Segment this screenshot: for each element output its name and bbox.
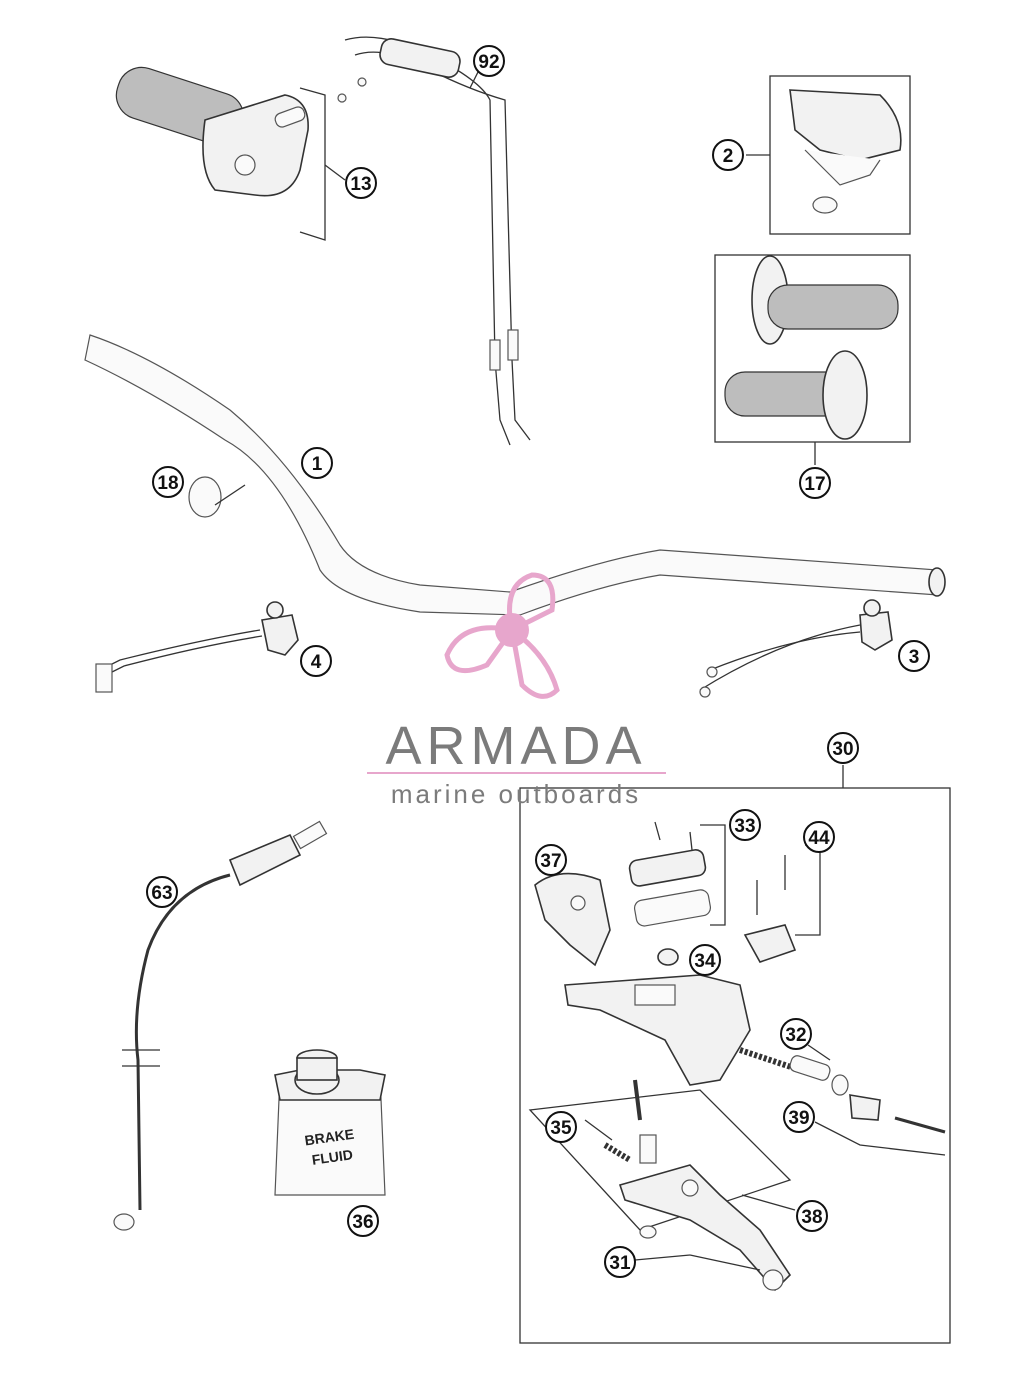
cable-tie [188,476,246,518]
callout-2: 2 [712,139,744,171]
callout-33-label: 33 [734,816,755,837]
grip-set [714,254,911,465]
brake-line [113,820,328,1231]
callout-layer: 92 13 2 17 1 18 4 3 30 33 44 37 34 32 39… [146,45,930,1278]
callout-31-label: 31 [609,1253,631,1274]
callout-34-label: 34 [694,951,716,972]
throttle-cables [337,36,531,446]
fluid-can-label-line1: BRAKE [304,1126,356,1149]
callout-4: 4 [300,645,332,677]
throttle-grip [115,66,346,241]
callout-35: 35 [545,1111,577,1143]
callout-34: 34 [689,944,721,976]
brake-fluid-can: BRAKE FLUID [274,1049,386,1196]
brand-tagline: marine outboards [391,779,641,809]
callout-36: 36 [347,1205,379,1237]
callout-37: 37 [535,844,567,876]
callout-3-label: 3 [909,647,920,668]
callout-92-label: 92 [478,52,499,73]
callout-35-label: 35 [550,1118,572,1139]
callout-39: 39 [783,1101,815,1133]
callout-36-label: 36 [352,1212,373,1233]
callout-4-label: 4 [311,652,322,673]
propeller-icon [444,572,560,699]
callout-18: 18 [152,466,184,498]
callout-92: 92 [473,45,505,77]
switch-left [95,601,299,693]
callout-18-label: 18 [157,473,178,494]
hand-brake-assembly [519,765,951,1344]
callout-17: 17 [799,467,831,499]
callout-31: 31 [604,1246,636,1278]
callout-32-label: 32 [785,1025,806,1046]
handlebar [84,334,946,616]
callout-32: 32 [780,1018,812,1050]
callout-63: 63 [146,876,178,908]
callout-1-label: 1 [312,454,323,475]
callout-39-label: 39 [788,1108,809,1129]
switch-cover [746,75,911,235]
armada-logo: ARMADA marine outboards [367,572,666,809]
callout-33: 33 [729,809,761,841]
callout-1: 1 [301,447,333,479]
callout-30: 30 [827,732,859,764]
callout-13: 13 [345,167,377,199]
fluid-can-label-line2: FLUID [311,1146,354,1168]
callout-44-label: 44 [808,828,830,849]
switch-right [699,599,893,698]
callout-3: 3 [898,640,930,672]
callout-30-label: 30 [832,739,853,760]
callout-38: 38 [796,1200,828,1232]
callout-13-label: 13 [350,174,371,195]
callout-63-label: 63 [151,883,172,904]
callout-17-label: 17 [804,474,825,495]
callout-44: 44 [803,821,835,853]
callout-38-label: 38 [801,1207,822,1228]
callout-37-label: 37 [540,851,561,872]
brand-name: ARMADA [385,716,646,776]
callout-2-label: 2 [723,146,734,167]
